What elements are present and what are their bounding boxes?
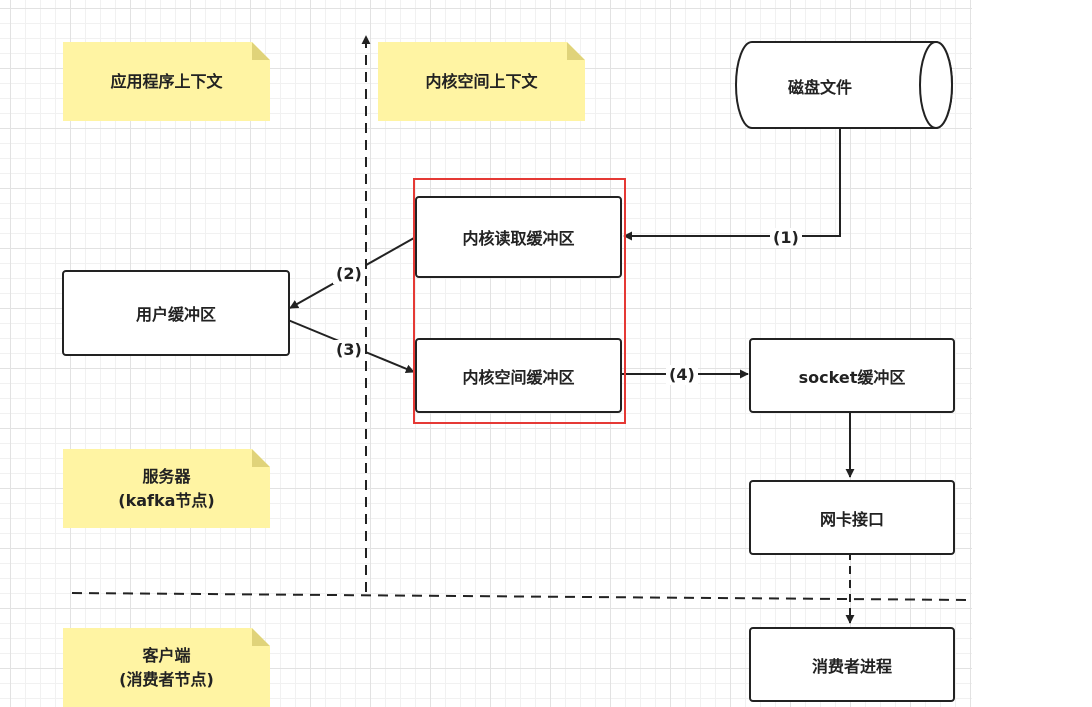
note-app-context-text: 应用程序上下文 xyxy=(110,71,223,91)
note-server: 服务器 (kafka节点) xyxy=(63,449,270,528)
consumer-process-node: 消费者进程 xyxy=(749,627,955,702)
note-kernel-context-text: 内核空间上下文 xyxy=(425,71,538,91)
canvas-margin xyxy=(972,0,1092,707)
kernel-read-buffer-node: 内核读取缓冲区 xyxy=(415,196,622,278)
socket-buffer-node: socket缓冲区 xyxy=(749,338,955,413)
kernel-space-buffer-node: 内核空间缓冲区 xyxy=(415,338,622,413)
kernel-buffers-highlight xyxy=(413,178,626,424)
disk-file-cylinder xyxy=(735,41,953,129)
note-kernel-context: 内核空间上下文 xyxy=(378,42,585,121)
server-client-divider xyxy=(71,592,973,601)
edge-disk-to-kernel-read xyxy=(623,128,841,241)
note-client: 客户端 (消费者节点) xyxy=(63,628,270,707)
note-server-text: 服务器 (kafka节点) xyxy=(118,466,215,510)
note-app-context: 应用程序上下文 xyxy=(63,42,270,121)
edge-label-3: (3) xyxy=(333,340,365,360)
edge-label-1: (1) xyxy=(770,228,802,248)
edge-label-2: (2) xyxy=(333,264,365,284)
disk-file-label: 磁盘文件 xyxy=(787,78,852,97)
note-client-text: 客户端 (消费者节点) xyxy=(119,645,214,689)
nic-interface-node: 网卡接口 xyxy=(749,480,955,555)
edge-label-4: (4) xyxy=(666,365,698,385)
user-buffer-node: 用户缓冲区 xyxy=(62,270,290,356)
